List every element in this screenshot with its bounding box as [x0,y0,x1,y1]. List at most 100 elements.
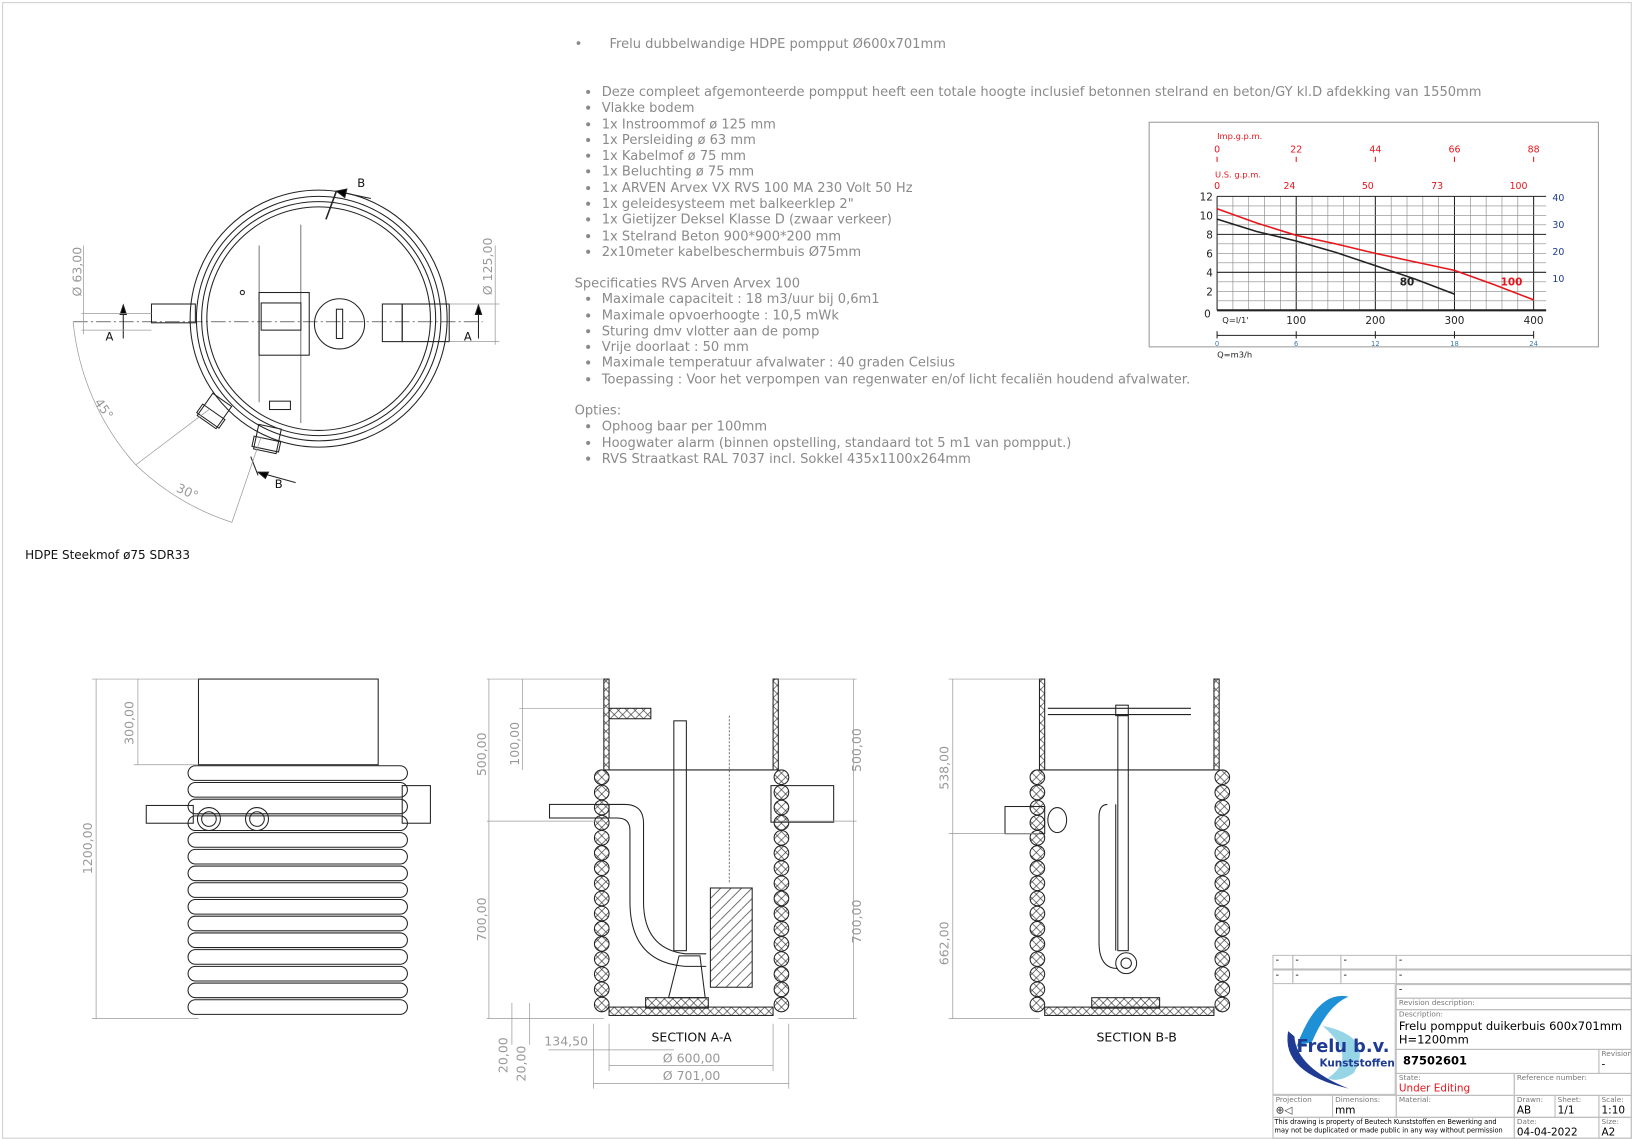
revision-label: Revision: [1601,1049,1632,1059]
scale-value: 1:10 [1601,1105,1625,1117]
y-tick-label: 12 [1200,192,1213,204]
corrugation-profile [773,890,790,907]
corrugation-profile [1214,845,1231,861]
corrugation-profile [1029,996,1046,1013]
corrugation-profile [773,920,790,937]
top-view-caption: HDPE Steekmof ø75 SDR33 [25,548,190,562]
dim-100: 100,00 [507,722,522,766]
m3h-tick-label: 18 [1450,340,1459,348]
feature-item: Deze compleet afgemonteerde pompput heef… [602,84,1482,100]
sheet-cell: Sheet:1/1 [1554,1094,1600,1118]
corrugation-profile [1214,784,1231,801]
dim-700-left: 700,00 [474,897,489,941]
dim-63: Ø 63,00 [69,247,84,297]
imp-gpm-tick: 22 [1290,145,1302,156]
dim-538: 538,00 [937,746,952,790]
description-line1: Frelu pompput duikerbuis 600x701mm [1398,1019,1623,1034]
corrugation-profile [773,981,790,998]
section-b-top-label: B [357,176,365,190]
corrugation-profile [1214,920,1231,937]
corrugation-profile [1029,830,1046,846]
corrugation-profile [773,860,790,876]
corrugation-profile [593,890,610,907]
angle-30: 30° [174,480,200,503]
corrugation-profile [1214,981,1231,998]
options-item: RVS Straatkast RAL 7037 incl. Sokkel 435… [602,450,1072,466]
options-item: Ophoog baar per 100mm [602,418,1072,434]
corrugation-rib [187,832,408,848]
dim-500-right: 500,00 [849,728,864,772]
logo-subtext: Kunststoffen [1319,1058,1394,1070]
scale-label: Scale: [1601,1095,1624,1105]
corrugation-profile [773,951,790,967]
corrugation-profile [773,966,790,983]
corrugation-profile [593,920,610,937]
scale-cell: Scale:1:10 [1598,1094,1632,1118]
specs-title: Specificaties RVS Arven Arvex 100 [574,274,801,291]
corrugation-profile [1214,936,1231,952]
corrugation-profile [593,784,610,801]
corrugation-profile [593,951,610,967]
corrugation-profile [1029,769,1046,786]
corrugation-rib [187,949,408,965]
state-cell: State:Under Editing [1395,1072,1515,1096]
revision-row-cell: - [1340,969,1397,985]
description-cell: Description: Frelu pompput duikerbuis 60… [1395,1009,1632,1050]
section-aa-view [486,678,857,1089]
drawing-number-cell: 87502601 [1395,1048,1600,1074]
corrugation-profile [1029,814,1046,831]
corrugation-profile [773,936,790,952]
us-gpm-tick: 73 [1431,181,1443,192]
right-axis-tick: 40 [1552,193,1564,204]
material-label: Material: [1398,1095,1432,1105]
corrugation-profile [1029,936,1046,952]
corrugation-rib [187,865,408,882]
title-block: --------- Frelu b.v. Kunststoffen Revisi… [1272,954,1632,1139]
section-a-right-label-text: A [464,330,472,344]
corrugation-rib [187,915,408,932]
corrugation-rib [187,882,408,898]
dimensions-label: Dimensions: [1335,1095,1381,1105]
x-tick-label: 0 [1204,309,1211,321]
specs-block: Specificaties RVS Arven Arvex 100 Maxima… [575,275,1191,387]
corrugation-profile [1029,905,1046,922]
projection-label: Projection [1275,1095,1312,1105]
m3h-tick-label: 6 [1294,340,1298,348]
date-cell: Date:04-04-2022 [1513,1116,1600,1139]
state-label: State: [1398,1073,1421,1083]
corrugation-profile [1214,890,1231,907]
state-value: Under Editing [1398,1083,1471,1095]
sheet-label: Sheet: [1557,1095,1582,1105]
revision-row-cell: - [1395,984,1632,999]
disclaimer-cell: This drawing is property of Beutech Kuns… [1272,1116,1515,1139]
sheet-value: 1/1 [1557,1105,1575,1117]
reference-cell: Reference number: [1513,1072,1632,1096]
top-view [72,188,500,523]
us-gpm-tick: 100 [1510,181,1528,192]
size-value: A2 [1601,1127,1616,1139]
dim-300: 300,00 [122,701,137,745]
frelu-logo: Frelu b.v. Kunststoffen [1287,995,1395,1089]
feature-item: 1x Persleiding ø 63 mm [602,132,1482,148]
corrugation-profile [1214,769,1231,786]
us-gpm-tick: 24 [1283,181,1295,192]
series-label-100: 100 [1501,277,1523,289]
corrugation-profile [1214,951,1231,967]
revision-cell: Revision:- [1598,1048,1632,1074]
section-b-bottom-label: B [275,477,283,491]
right-axis-tick: 20 [1552,247,1564,258]
m3h-tick-label: 12 [1371,340,1380,348]
feature-item: 1x ARVEN Arvex VX RVS 100 MA 230 Volt 50… [602,179,1482,195]
feature-item: 1x Gietijzer Deksel Klasse D (zwaar verk… [602,211,1482,227]
corrugation-profile [1029,845,1046,861]
corrugation-profile [773,769,790,786]
corrugation-rib [187,965,408,982]
corrugation-profile [593,799,610,816]
corrugation-rib [187,781,408,798]
header-text: Frelu dubbelwandige HDPE pompput Ø600x70… [609,35,946,52]
feature-item: 1x geleidesysteem met balkeerklep 2" [602,195,1482,211]
logo-cell: Frelu b.v. Kunststoffen [1272,984,1396,1095]
corrugation-profile [1214,966,1231,983]
y-tick-label: 8 [1206,230,1213,242]
specs-item: Toepassing : Voor het verpompen van rege… [602,371,1190,387]
